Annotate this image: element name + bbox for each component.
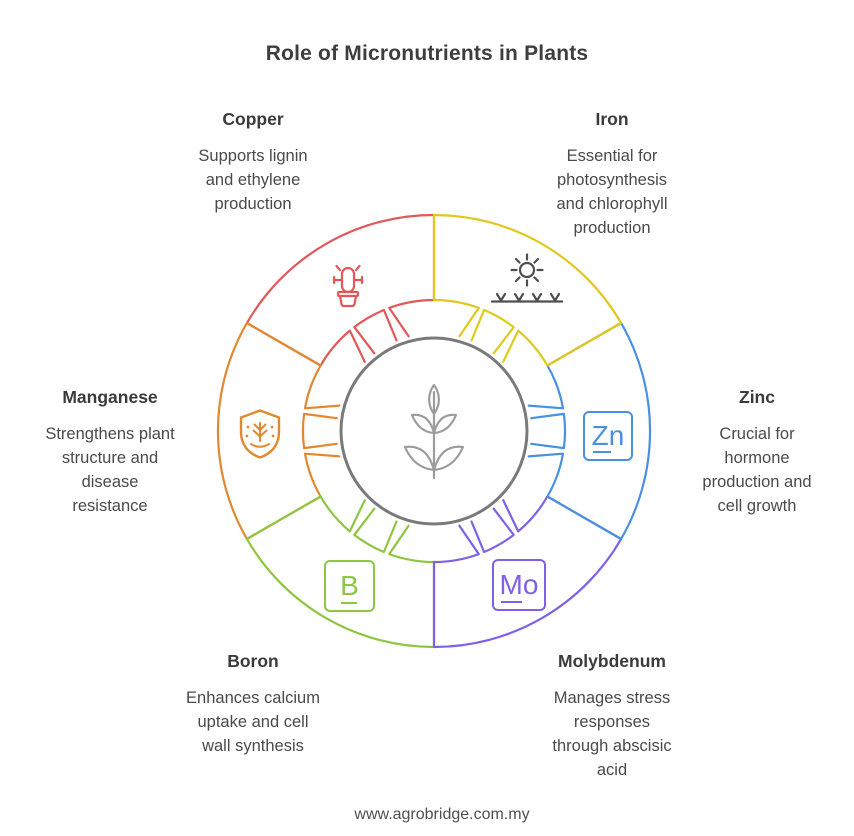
sun-over-seedlings-icon	[487, 252, 565, 311]
molybdenum-symbol-underline	[501, 600, 522, 603]
boron-symbol-underline	[341, 601, 357, 604]
segment-title-boron: Boron	[227, 651, 279, 671]
segment-title-manganese: Manganese	[62, 387, 158, 407]
page-title: Role of Micronutrients in Plants	[265, 42, 589, 65]
segment-description-manganese: Strengthens plant structure and disease …	[45, 425, 175, 515]
zinc-element-badge: Zn	[583, 411, 633, 461]
segment-label-molybdenum: Molybdenum Manages stress responses thro…	[552, 651, 671, 782]
shield-plant-icon	[234, 408, 286, 465]
boron-symbol: B	[340, 570, 359, 601]
segment-description-zinc: Crucial for hormone production and cell …	[702, 425, 812, 515]
segment-label-manganese: Manganese Strengthens plant structure an…	[45, 387, 174, 518]
segment-label-iron: Iron Essential for photosynthesis and ch…	[557, 109, 668, 240]
zinc-symbol-underline	[593, 450, 611, 453]
segment-label-boron: Boron Enhances calcium uptake and cell w…	[186, 651, 320, 758]
molybdenum-symbol: Mo	[499, 569, 539, 600]
segment-title-molybdenum: Molybdenum	[558, 651, 666, 671]
zinc-symbol: Zn	[591, 420, 625, 451]
cactus-pot-icon	[326, 260, 370, 315]
segment-description-iron: Essential for photosynthesis and chlorop…	[556, 147, 668, 237]
segment-title-copper: Copper	[222, 109, 284, 129]
molybdenum-element-badge: Mo	[492, 559, 546, 611]
segment-label-copper: Copper Supports lignin and ethylene prod…	[198, 109, 307, 216]
segment-description-copper: Supports lignin and ethylene production	[198, 147, 308, 213]
segment-title-iron: Iron	[595, 109, 629, 129]
segment-label-zinc: Zinc Crucial for hormone production and …	[702, 387, 811, 518]
segment-description-molybdenum: Manages stress responses through abscisi…	[552, 689, 672, 779]
plant-sprout-icon	[403, 383, 465, 480]
segment-arcs	[216, 213, 652, 649]
boron-element-badge: B	[324, 560, 375, 612]
segment-title-zinc: Zinc	[739, 387, 775, 407]
segment-description-boron: Enhances calcium uptake and cell wall sy…	[186, 689, 320, 755]
website-url: www.agrobridge.com.my	[354, 806, 530, 823]
